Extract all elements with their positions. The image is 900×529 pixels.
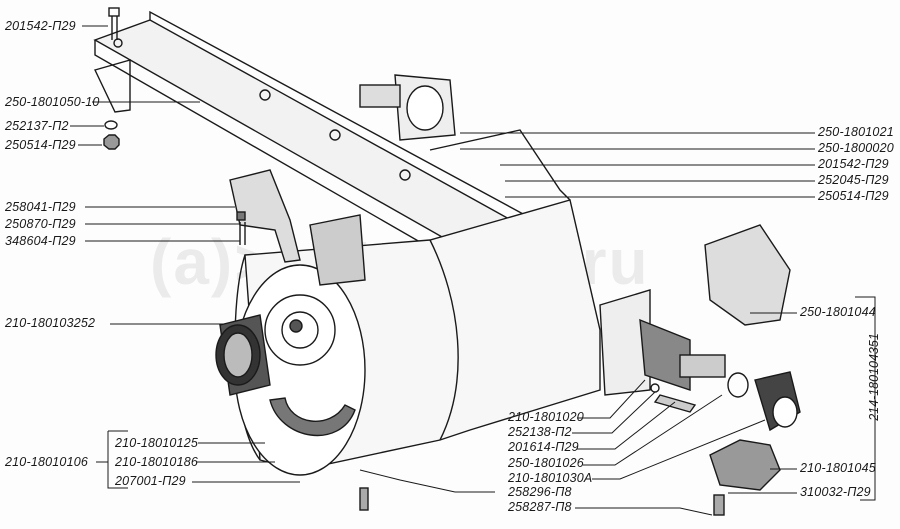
clamp-210-1801045 <box>709 439 781 491</box>
label-252137: 252137-П2 <box>5 119 69 133</box>
label-252045: 252045-П29 <box>818 173 889 187</box>
label-210-180103252: 210-180103252 <box>5 316 96 330</box>
label-201542-left: 201542-П29 <box>5 19 76 33</box>
seal-ring <box>727 372 749 398</box>
label-210-1801030A: 210-1801030А <box>508 471 593 485</box>
label-210-1801045: 210-1801045 <box>800 461 876 475</box>
group-label-210-18010106: 210-18010106 <box>5 455 89 469</box>
label-250-1801021: 250-1801021 <box>818 125 894 139</box>
label-250514-left: 250514-П29 <box>5 138 76 152</box>
sleeve-210-180103252 <box>215 314 271 396</box>
label-250514-right: 250514-П29 <box>818 189 889 203</box>
label-250-1800020: 250-1800020 <box>818 141 894 155</box>
flange-250-1801021 <box>359 74 456 141</box>
label-250-1801026: 250-1801026 <box>508 456 584 470</box>
label-310032: 310032-П29 <box>800 485 871 499</box>
label-210-18010186: 210-18010186 <box>115 455 199 469</box>
group-label-214-180104351: 214-180104351 <box>866 333 881 421</box>
label-250-1801050-10: 250-1801050-10 <box>5 95 100 109</box>
label-201614: 201614-П29 <box>508 440 579 454</box>
label-258041: 258041-П29 <box>5 200 76 214</box>
label-252138: 252138-П2 <box>508 425 572 439</box>
support-bracket <box>229 169 301 263</box>
nut-250514 <box>103 134 120 150</box>
bolt-201542 <box>108 7 120 40</box>
output-flange <box>599 289 801 432</box>
leader-lines <box>70 25 876 516</box>
clamp-210-18010125 <box>269 397 356 437</box>
washer-252137 <box>104 120 118 130</box>
label-207001: 207001-П29 <box>115 474 186 488</box>
label-258296: 258296-П8 <box>508 485 572 499</box>
label-201542-right: 201542-П29 <box>818 157 889 171</box>
label-250870: 250870-П29 <box>5 217 76 231</box>
label-250-1801044: 250-1801044 <box>800 305 876 319</box>
label-210-18010125: 210-18010125 <box>115 436 199 450</box>
bracket-250-1801044 <box>704 224 791 326</box>
label-210-1801020: 210-1801020 <box>508 410 584 424</box>
label-348604: 348604-П29 <box>5 234 76 248</box>
label-258287: 258287-П8 <box>508 500 572 514</box>
